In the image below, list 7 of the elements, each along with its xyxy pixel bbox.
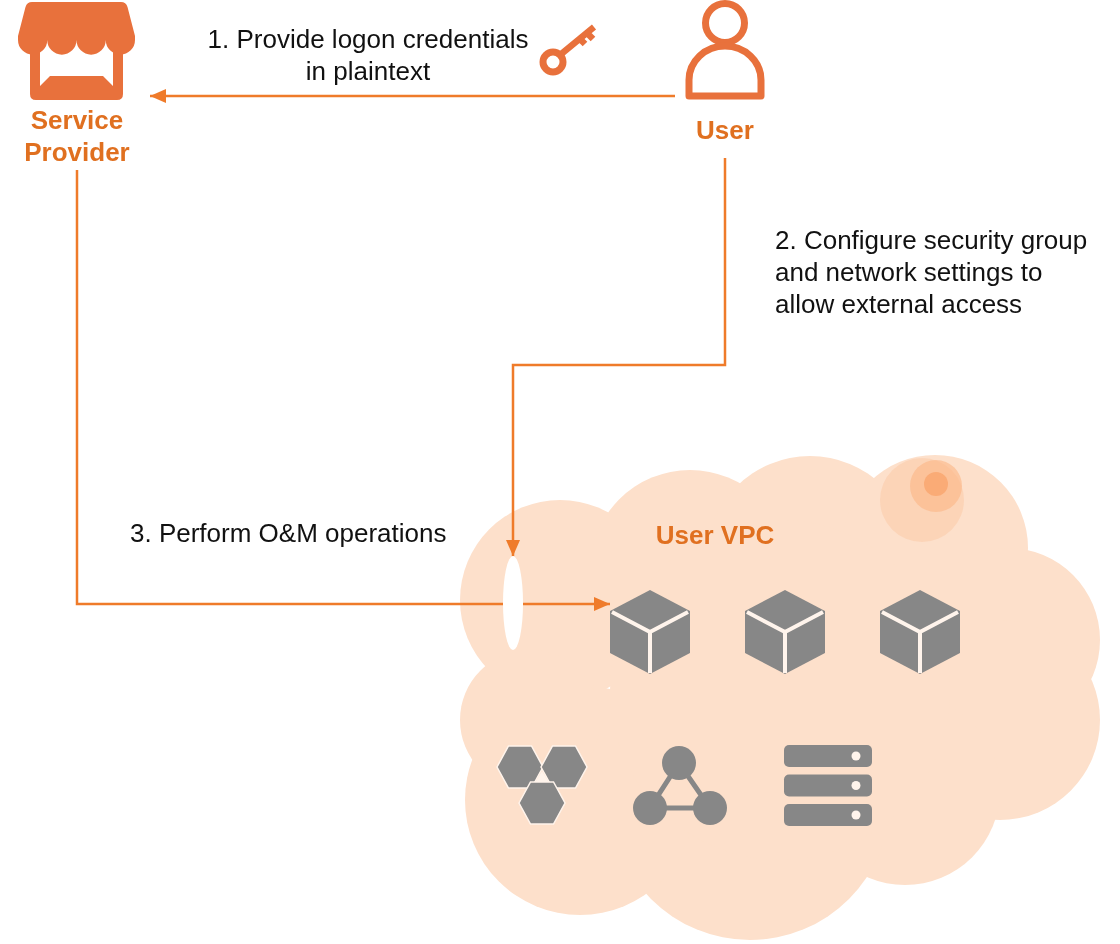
node-label: User bbox=[695, 114, 755, 146]
flow-arrow bbox=[506, 158, 727, 556]
flow-arrow bbox=[523, 597, 610, 611]
flow-arrow bbox=[150, 89, 675, 103]
oval-opening bbox=[503, 556, 523, 650]
node-label: User VPC bbox=[654, 519, 776, 551]
node-label: Service Provider bbox=[23, 104, 131, 168]
